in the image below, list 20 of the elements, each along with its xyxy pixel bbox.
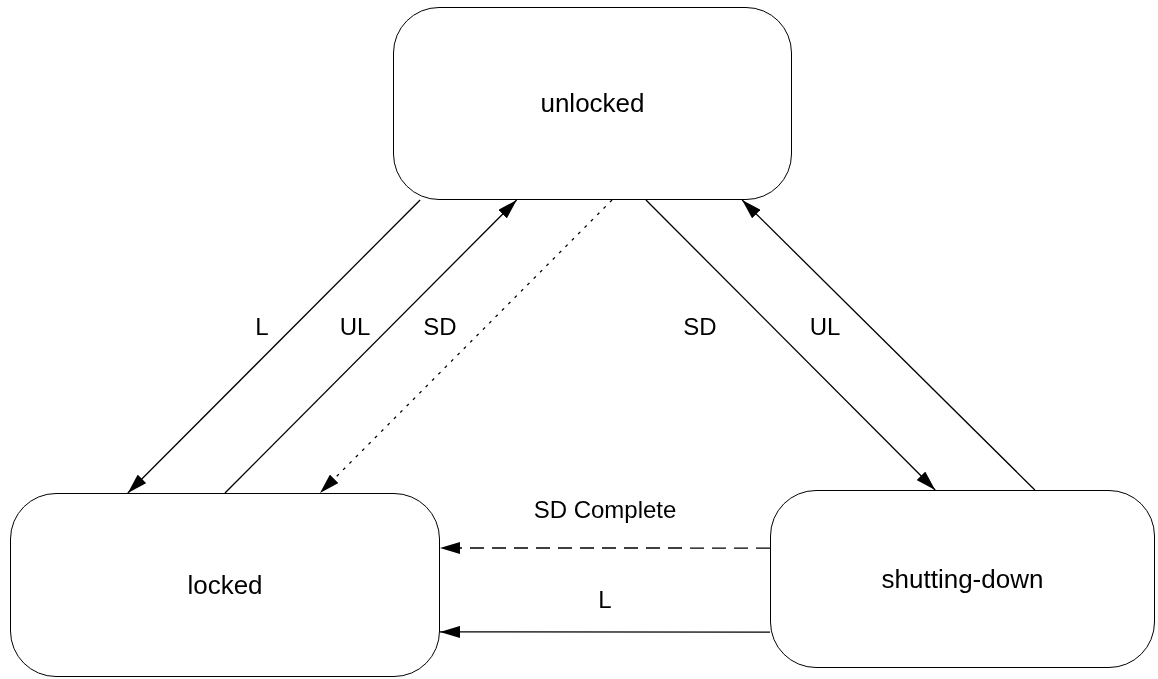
- arrow: [127, 199, 421, 494]
- edge-label: SD Complete: [532, 498, 678, 522]
- state-box: [393, 7, 792, 200]
- edge-label: SD: [423, 315, 457, 339]
- state-name: shutting-down: [881, 563, 1044, 595]
- edge-label: L: [255, 315, 269, 339]
- arrow: [645, 199, 936, 491]
- edge-label: UL: [809, 315, 841, 339]
- arrow: [439, 542, 771, 554]
- edge-label: SD: [683, 315, 717, 339]
- arrow: [439, 625, 771, 638]
- state-box: [770, 490, 1155, 668]
- arrow: [741, 199, 1036, 491]
- edge-label: L: [598, 588, 612, 612]
- arrow: [319, 199, 613, 494]
- state-box: [10, 493, 440, 677]
- state-name: locked: [187, 569, 263, 601]
- state-name: unlocked: [540, 88, 645, 119]
- arrow: [224, 199, 518, 494]
- edge-label: UL: [339, 315, 371, 339]
